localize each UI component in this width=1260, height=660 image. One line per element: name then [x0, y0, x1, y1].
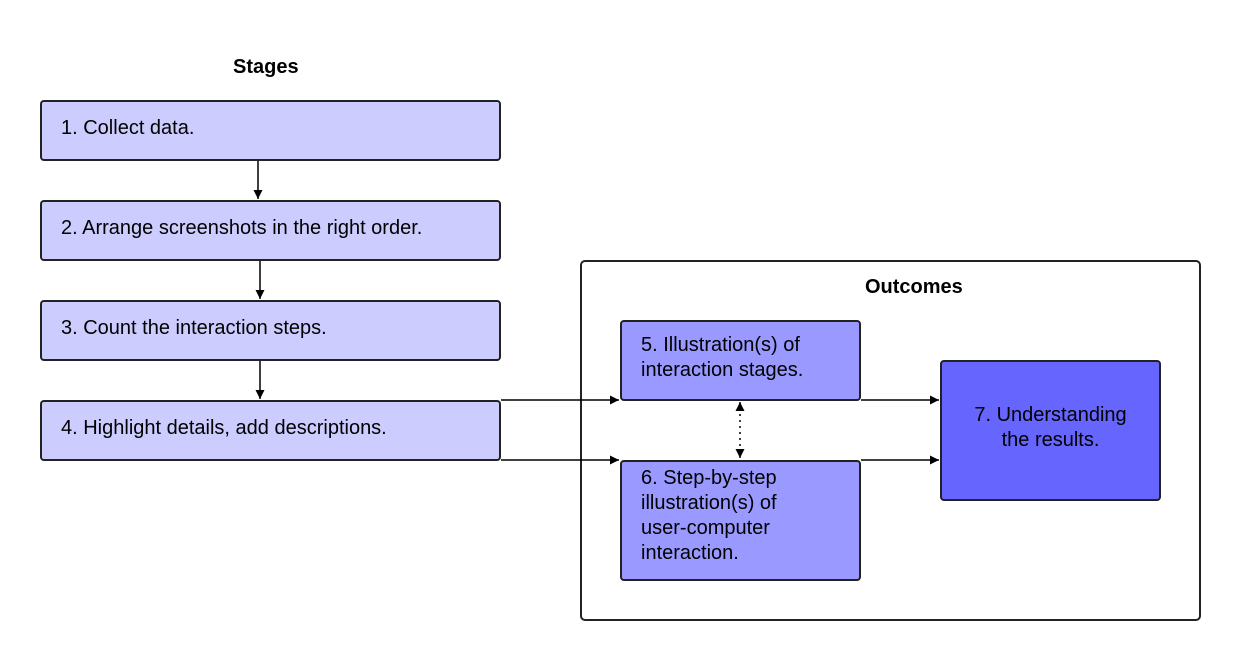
stage-4-box: 4. Highlight details, add descriptions. [40, 400, 501, 461]
outcome-5-box: 5. Illustration(s) of interaction stages… [620, 320, 861, 401]
stage-4-label: 4. Highlight details, add descriptions. [61, 417, 387, 439]
stage-1-box: 1. Collect data. [40, 100, 501, 161]
outcome-6-line-4: interaction. [641, 542, 739, 564]
outcome-5-line-1: 5. Illustration(s) of [641, 334, 800, 356]
outcome-6-line-2: illustration(s) of [641, 492, 777, 514]
outcome-6-box: 6. Step-by-step illustration(s) of user-… [620, 460, 861, 581]
stage-2-box: 2. Arrange screenshots in the right orde… [40, 200, 501, 261]
outcome-6-line-3: user-computer [641, 517, 770, 539]
outcomes-heading: Outcomes [865, 276, 963, 298]
stages-heading: Stages [233, 56, 299, 78]
outcome-6-line-1: 6. Step-by-step [641, 467, 777, 489]
outcome-5-line-2: interaction stages. [641, 359, 804, 381]
stage-3-box: 3. Count the interaction steps. [40, 300, 501, 361]
outcome-7-line-1: 7. Understanding [974, 404, 1127, 426]
stage-3-label: 3. Count the interaction steps. [61, 317, 327, 339]
stage-1-label: 1. Collect data. [61, 117, 195, 139]
outcome-7-line-2: the results. [1001, 429, 1100, 451]
stage-2-label: 2. Arrange screenshots in the right orde… [61, 217, 423, 239]
outcome-7-box: 7. Understanding the results. [940, 360, 1161, 501]
